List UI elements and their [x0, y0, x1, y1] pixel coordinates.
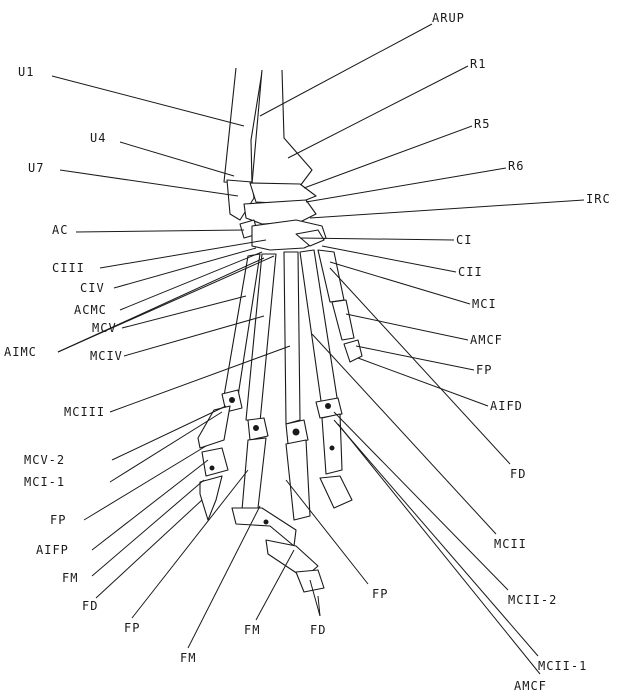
- joint-mark: [253, 425, 259, 431]
- radius-shaft: [252, 70, 312, 186]
- leader-fm-left: [92, 480, 204, 576]
- digit-iv-phalanx: [242, 438, 266, 510]
- leader-ac: [76, 230, 244, 232]
- label-aifd: AIFD: [490, 399, 523, 413]
- label-cii: CII: [458, 265, 483, 279]
- label-amcf-bottom: AMCF: [514, 679, 547, 693]
- label-r6: R6: [508, 159, 524, 173]
- label-aimc: AIMC: [4, 345, 37, 359]
- label-acmc: ACMC: [74, 303, 107, 317]
- leader-u7: [60, 170, 238, 196]
- label-mcv2: MCV-2: [24, 453, 65, 467]
- label-ciii: CIII: [52, 261, 85, 275]
- leader-r5: [304, 126, 472, 188]
- leader-fp-right: [356, 346, 474, 370]
- label-ac: AC: [52, 223, 68, 237]
- digit-v-phalanx: [198, 406, 230, 448]
- metacarpal-iii: [284, 252, 300, 424]
- leader-fm-mid: [256, 550, 294, 620]
- label-fp-left: FP: [50, 513, 66, 527]
- leader-amcf-upper: [346, 314, 468, 340]
- label-irc: IRC: [586, 192, 611, 206]
- leader-irc: [310, 200, 584, 218]
- bone-drawing: [198, 68, 362, 592]
- leader-mcv: [122, 296, 246, 328]
- label-fd-bottom: FD: [310, 623, 326, 637]
- digit-ii-phalanx: [322, 414, 342, 474]
- leader-aifd: [358, 358, 488, 406]
- label-mci1: MCI-1: [24, 475, 65, 489]
- joint-mark: [293, 429, 300, 436]
- label-fm-bottom: FM: [180, 651, 196, 665]
- label-fm-mid: FM: [244, 623, 260, 637]
- digit-ii-middle: [320, 476, 352, 508]
- leader-r6: [306, 168, 506, 202]
- leader-arup: [260, 24, 432, 116]
- joint-mark: [264, 520, 269, 525]
- digit-iii-phalanx: [286, 440, 310, 520]
- joint-mark: [325, 403, 331, 409]
- leader-r1: [288, 66, 468, 158]
- leader-ciii: [100, 240, 266, 268]
- label-arup: ARUP: [432, 11, 465, 25]
- label-mcii: MCII: [494, 537, 527, 551]
- metacarpal-i: [318, 250, 344, 302]
- digit-v-claw: [200, 476, 222, 520]
- label-u7: U7: [28, 161, 44, 175]
- leader-u1: [52, 76, 244, 126]
- joint-mark: [330, 446, 335, 451]
- leader-cii: [322, 246, 456, 272]
- digit-iv-middle: [232, 508, 296, 546]
- leader-mcii2: [334, 412, 508, 590]
- label-mcv: MCV: [92, 321, 117, 335]
- label-fd-left: FD: [82, 599, 98, 613]
- joint-mark: [229, 397, 235, 403]
- label-civ: CIV: [80, 281, 105, 295]
- label-aifp: AIFP: [36, 543, 69, 557]
- leader-mci: [330, 262, 470, 304]
- label-u1: U1: [18, 65, 34, 79]
- digit-i-phalanx: [332, 300, 354, 340]
- label-u4: U4: [90, 131, 106, 145]
- leader-u4: [120, 142, 234, 176]
- label-fm-left: FM: [62, 571, 78, 585]
- label-fp-right: FP: [476, 363, 492, 377]
- label-mciii: MCIII: [64, 405, 105, 419]
- label-fd-right: FD: [510, 467, 526, 481]
- label-ci: CI: [456, 233, 472, 247]
- label-r5: R5: [474, 117, 490, 131]
- joint-mark: [210, 466, 215, 471]
- label-mcii1: MCII-1: [538, 659, 587, 673]
- label-mcii2: MCII-2: [508, 593, 557, 607]
- label-mciv: MCIV: [90, 349, 123, 363]
- label-mci: MCI: [472, 297, 497, 311]
- carpal-proximal: [244, 200, 316, 224]
- label-r1: R1: [470, 57, 486, 71]
- label-amcf-upper: AMCF: [470, 333, 503, 347]
- label-fp-mid: FP: [372, 587, 388, 601]
- label-fp-bottom: FP: [124, 621, 140, 635]
